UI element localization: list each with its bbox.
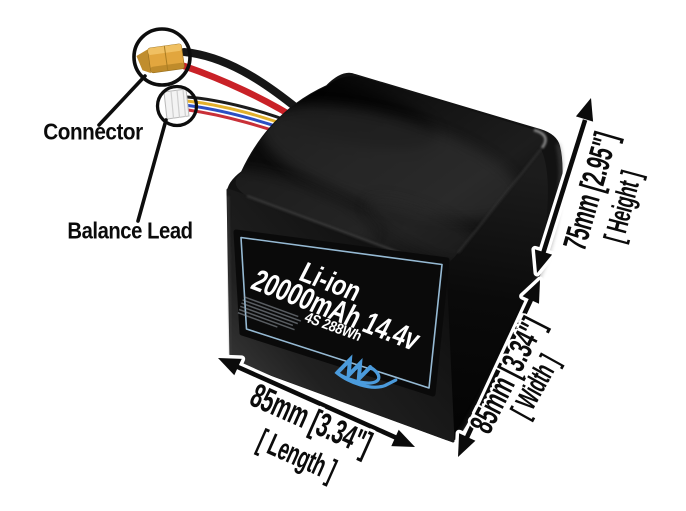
- balance-plug-icon: [163, 88, 190, 120]
- xt60-nose: [136, 49, 151, 74]
- callout-line-connector: [97, 74, 147, 127]
- balance-lead-callout-label: Balance Lead: [67, 217, 193, 244]
- callout-circle-connector: [132, 27, 192, 87]
- dimension-arrow-length: [214, 354, 419, 451]
- label-border: [240, 236, 443, 389]
- balance-housing: [163, 88, 190, 120]
- battery-pack: [226, 72, 563, 443]
- label-fine-print: [237, 296, 302, 331]
- callout-circle-balance-lead: [155, 84, 199, 128]
- dimension-arrow-width: [454, 276, 544, 461]
- battery-label: [233, 229, 450, 397]
- battery-right-face: [445, 149, 548, 440]
- main-black-wire: [180, 48, 303, 114]
- balance-housing-ridges: [170, 89, 187, 119]
- xt60-connector-icon: [136, 43, 185, 74]
- brand-logo-icon: [334, 354, 398, 389]
- callout-line-balance-lead: [136, 118, 168, 223]
- dimension-arrow-height: [531, 94, 597, 277]
- connector-callout-label: Connector: [43, 118, 143, 145]
- label-background: [233, 229, 450, 397]
- callout-marks: [97, 27, 199, 223]
